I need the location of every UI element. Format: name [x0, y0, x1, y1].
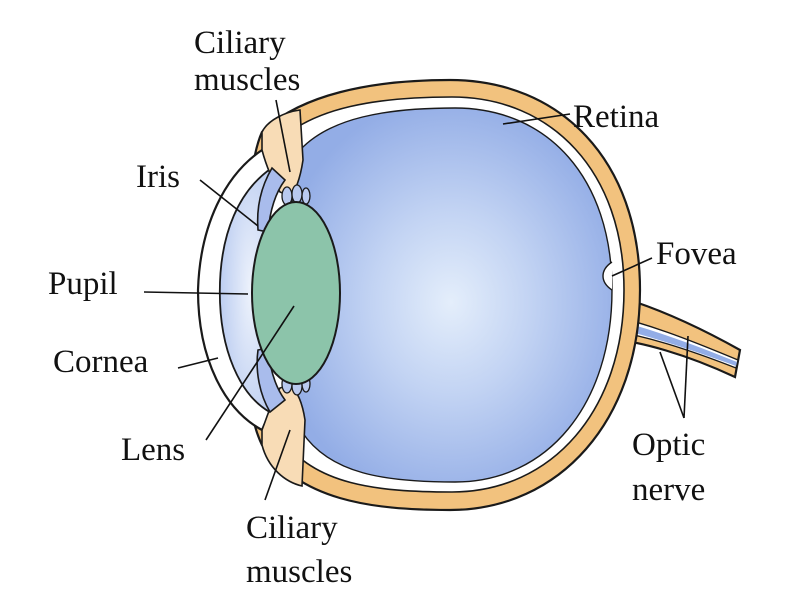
label-optic-line1: Optic: [632, 427, 705, 463]
label-retina: Retina: [573, 99, 659, 135]
label-ciliary-top-line2: muscles: [194, 62, 300, 98]
label-pupil: Pupil: [48, 266, 118, 302]
label-lens: Lens: [121, 432, 185, 468]
leader-ciliary-bottom: [264, 429, 291, 501]
lens: [251, 201, 341, 385]
label-optic-line2: nerve: [632, 472, 705, 508]
leader-optic-a: [659, 351, 685, 419]
fovea-pit: [602, 261, 613, 291]
leader-cornea: [177, 357, 219, 369]
label-ciliary-bottom-line2: muscles: [246, 554, 352, 590]
leader-optic-b: [683, 335, 689, 419]
leader-lines: [143, 99, 689, 501]
label-fovea: Fovea: [656, 236, 737, 272]
leader-pupil: [143, 291, 249, 295]
label-ciliary-bottom-line1: Ciliary: [246, 510, 338, 546]
leader-fovea: [611, 257, 653, 277]
leader-iris: [199, 179, 259, 227]
leader-ciliary-top: [275, 99, 291, 173]
label-iris: Iris: [136, 159, 180, 195]
leader-retina: [502, 113, 571, 125]
label-ciliary-top-line1: Ciliary: [194, 25, 286, 61]
leader-lens: [205, 305, 295, 441]
label-cornea: Cornea: [53, 344, 149, 380]
